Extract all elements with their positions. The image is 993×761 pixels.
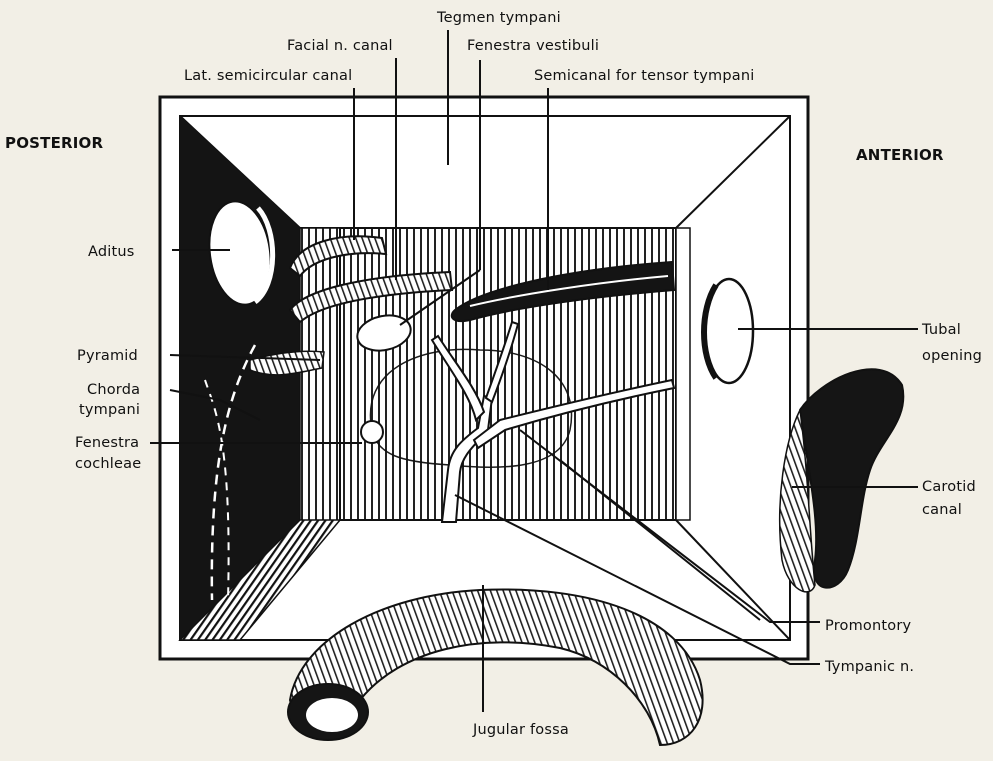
label-lat-semicircular: Lat. semicircular canal — [184, 68, 352, 84]
label-jugular-fossa: Jugular fossa — [472, 722, 569, 738]
aditus-opening — [208, 200, 272, 306]
label-promontory: Promontory — [825, 618, 912, 634]
promontory-bulge — [369, 348, 573, 468]
aditus-rim — [253, 206, 276, 305]
fenestra-cochleae — [360, 420, 384, 444]
label-fenestra-cochleae-2: cochleae — [75, 456, 141, 472]
label-tubal-2: opening — [922, 348, 982, 364]
label-tegmen-tympani: Tegmen tympani — [436, 10, 561, 26]
facial-nerve-canal — [288, 270, 454, 324]
pyramid — [249, 350, 325, 376]
label-chorda-2: tympani — [79, 402, 140, 418]
posterior-wall-edge — [299, 227, 341, 562]
semicanal-tensor-tympani — [450, 260, 676, 322]
posterior-label: POSTERIOR — [5, 134, 104, 152]
label-semicanal-tensor: Semicanal for tensor tympani — [534, 68, 755, 84]
fenestra-vestibuli — [356, 314, 412, 352]
label-aditus: Aditus — [88, 244, 135, 260]
label-chorda-1: Chorda — [87, 382, 140, 398]
chorda-dashed — [204, 379, 230, 601]
label-tubal-1: Tubal — [921, 322, 961, 338]
label-carotid-2: canal — [922, 502, 962, 518]
semicanal-highlight — [469, 275, 669, 307]
label-facial-canal: Facial n. canal — [287, 38, 393, 54]
label-fenestra-vestibuli: Fenestra vestibuli — [467, 38, 599, 54]
lat-semicircular-canal — [288, 235, 388, 278]
jugular-fossa-lumen — [306, 698, 358, 732]
tubal-rim — [701, 283, 719, 380]
tympanic-plexus — [430, 320, 676, 523]
carotid-canal-wall — [778, 407, 816, 593]
label-pyramid: Pyramid — [77, 348, 138, 364]
anterior-label: ANTERIOR — [856, 146, 944, 164]
anterior-wall-edge — [675, 227, 691, 521]
label-fenestra-cochleae-1: Fenestra — [75, 435, 139, 451]
label-tympanic-n: Tympanic n. — [824, 659, 914, 675]
label-carotid-1: Carotid — [922, 479, 976, 495]
jugular-fossa — [288, 588, 704, 747]
leader-lines — [150, 30, 918, 712]
carotid-canal — [798, 368, 905, 589]
